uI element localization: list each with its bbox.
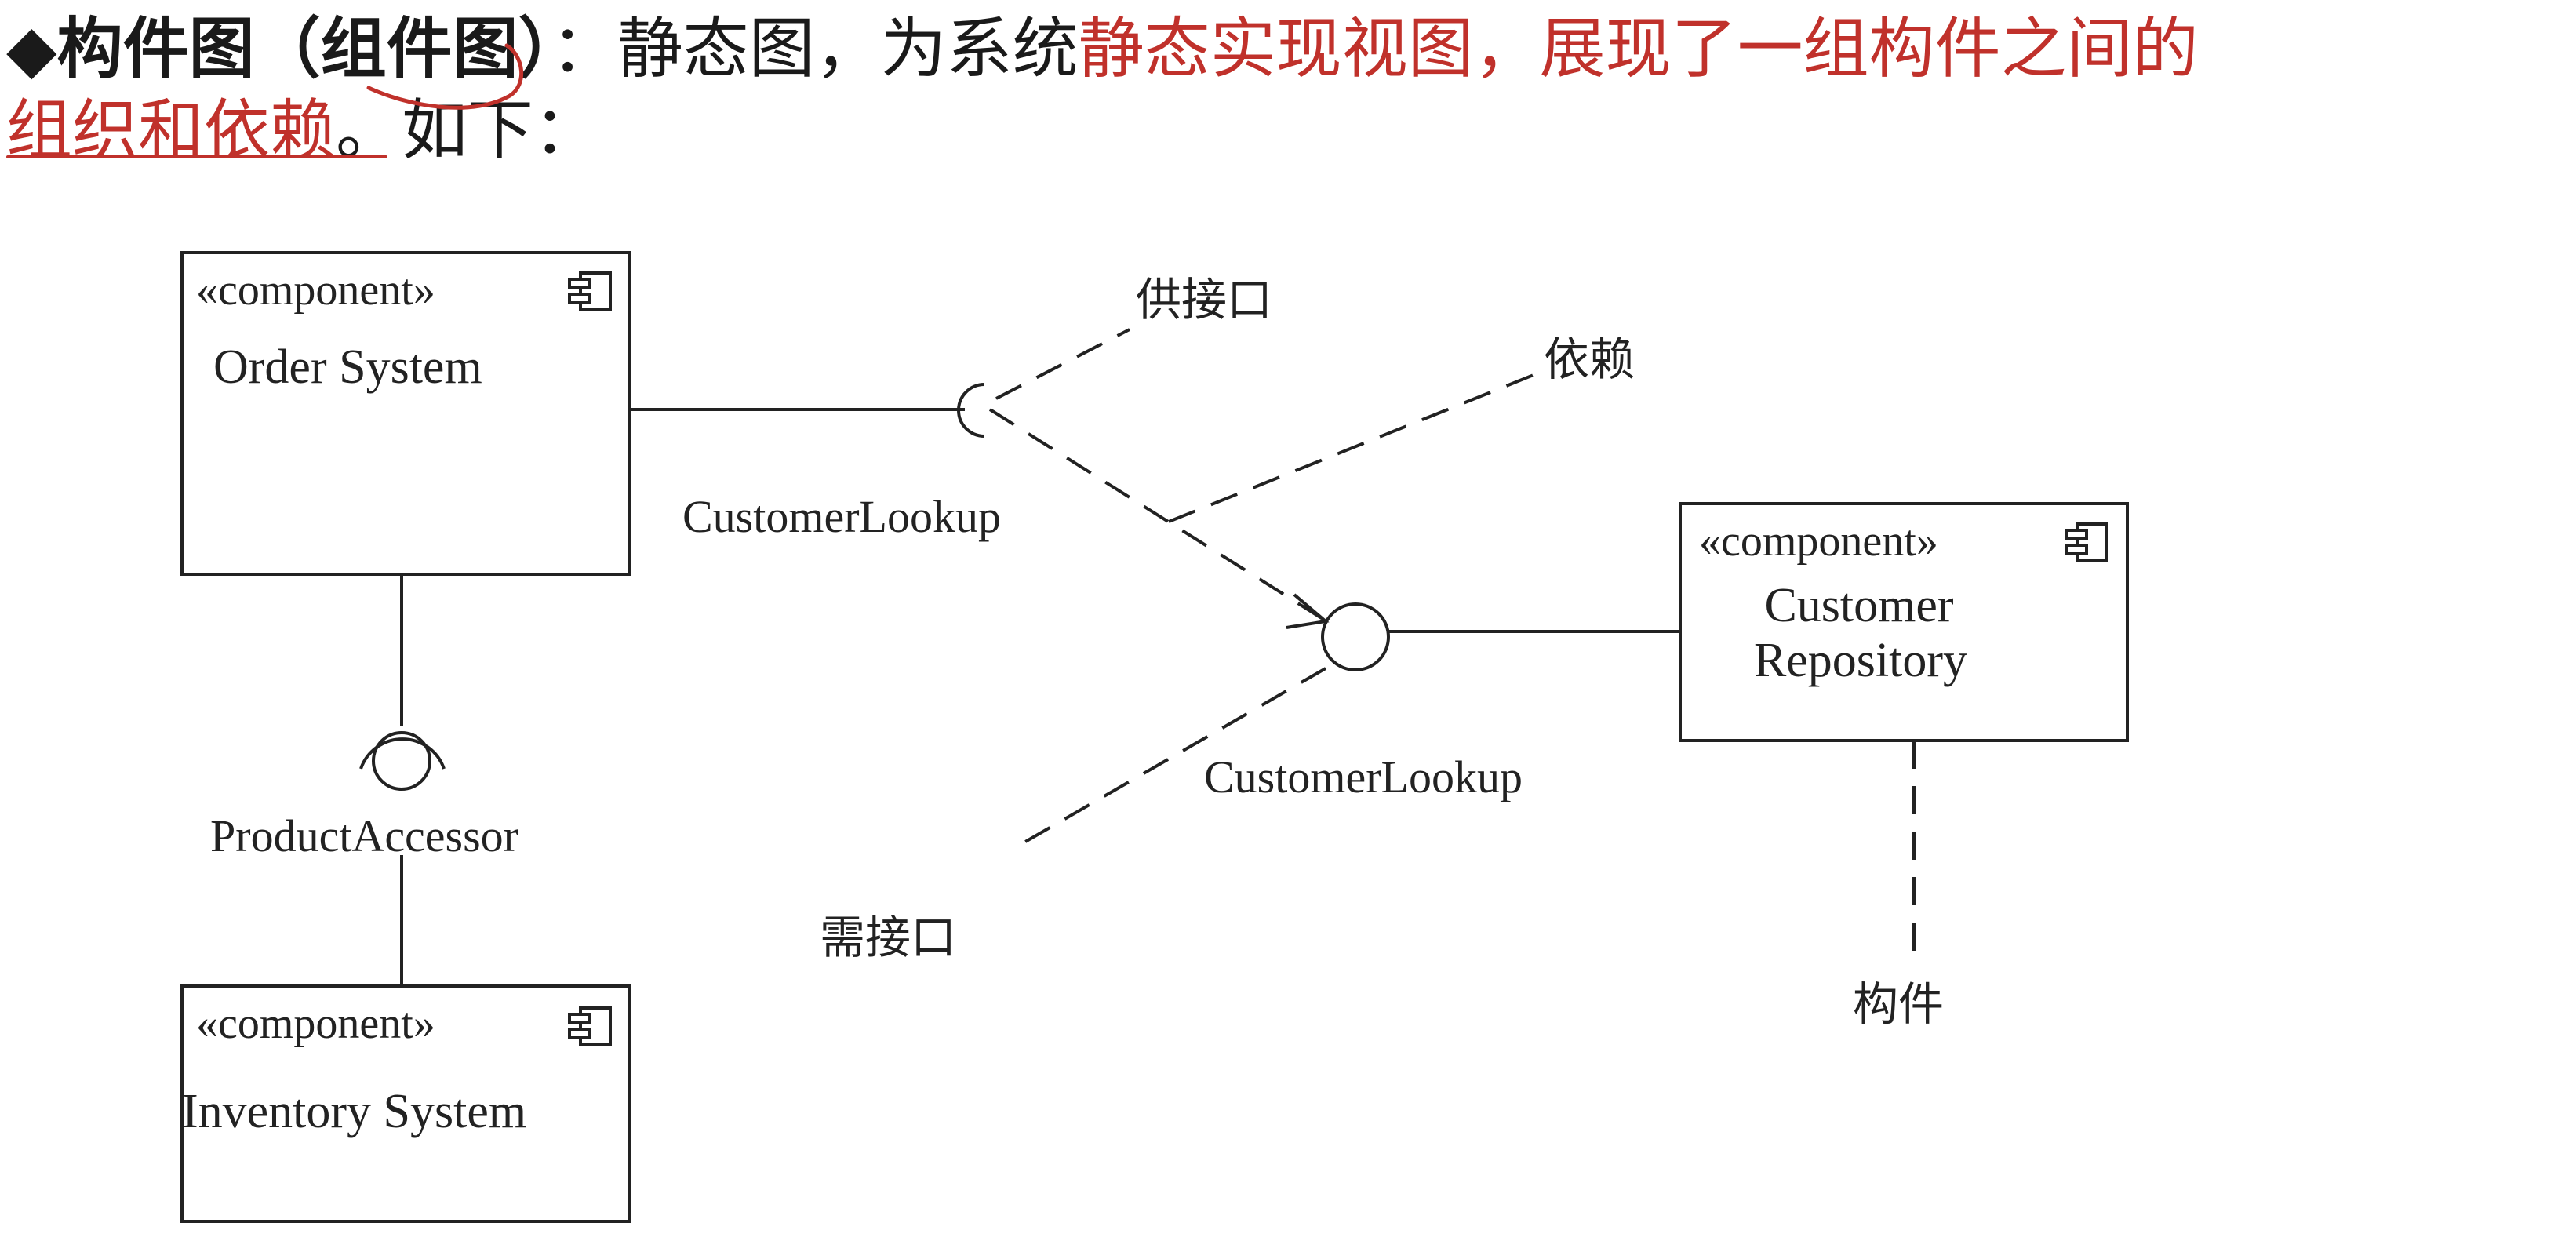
required-interface-leader	[1015, 667, 1326, 849]
customer-lookup-provided-label: CustomerLookup	[1204, 752, 1523, 802]
heading-term: 构件图（组件图）	[56, 10, 551, 87]
required-interface-annotation: 需接口	[820, 911, 956, 964]
component-icon	[2065, 522, 2108, 562]
product-accessor-label: ProductAccessor	[210, 810, 518, 861]
provided-interface-annotation: 供接口	[1136, 273, 1272, 326]
component-icon	[568, 1006, 612, 1046]
dependency-annotation: 依赖	[1544, 333, 1635, 386]
customer-repository-component: «component» Customer Repository	[1679, 502, 2129, 742]
heading-desc-plain: 静态图，为系统	[617, 10, 1079, 87]
dependency-arrow	[988, 408, 1330, 629]
heading-line-1: ◆构件图（组件图）：静态图，为系统静态实现视图，展现了一组构件之间的	[6, 8, 2571, 89]
heading: ◆构件图（组件图）：静态图，为系统静态实现视图，展现了一组构件之间的 组织和依赖…	[6, 8, 2571, 171]
heading-colon: ：	[551, 10, 617, 87]
provided-interface-leader	[995, 328, 1130, 400]
heading-desc-red-1: 静态实现视图，展现了一组构件之间的	[1078, 10, 2199, 87]
customer-lookup-provided-interface	[1321, 602, 1680, 671]
annotation-ink-mark	[366, 43, 523, 110]
inventory-system-stereotype: «component»	[196, 999, 435, 1048]
annotation-leaders	[995, 328, 1916, 959]
component-annotation: 构件	[1853, 977, 1944, 1031]
customer-repository-name-2: Repository	[1754, 634, 1967, 687]
order-system-stereotype: «component»	[196, 266, 435, 315]
customer-repository-name-1: Customer	[1764, 579, 1953, 632]
customer-repository-stereotype: «component»	[1699, 517, 1938, 566]
inventory-system-component: «component» Inventory System	[180, 984, 631, 1223]
order-system-component: «component» Order System	[180, 251, 631, 576]
order-system-name: Order System	[213, 340, 482, 394]
dependency-leader	[1168, 373, 1534, 523]
customer-lookup-required-interface	[629, 383, 985, 438]
bullet-icon: ◆	[6, 10, 57, 87]
inventory-system-name: Inventory System	[182, 1085, 526, 1138]
customer-lookup-required-label: CustomerLookup	[682, 491, 1001, 542]
component-icon	[568, 271, 612, 311]
product-accessor-interface	[359, 574, 446, 986]
